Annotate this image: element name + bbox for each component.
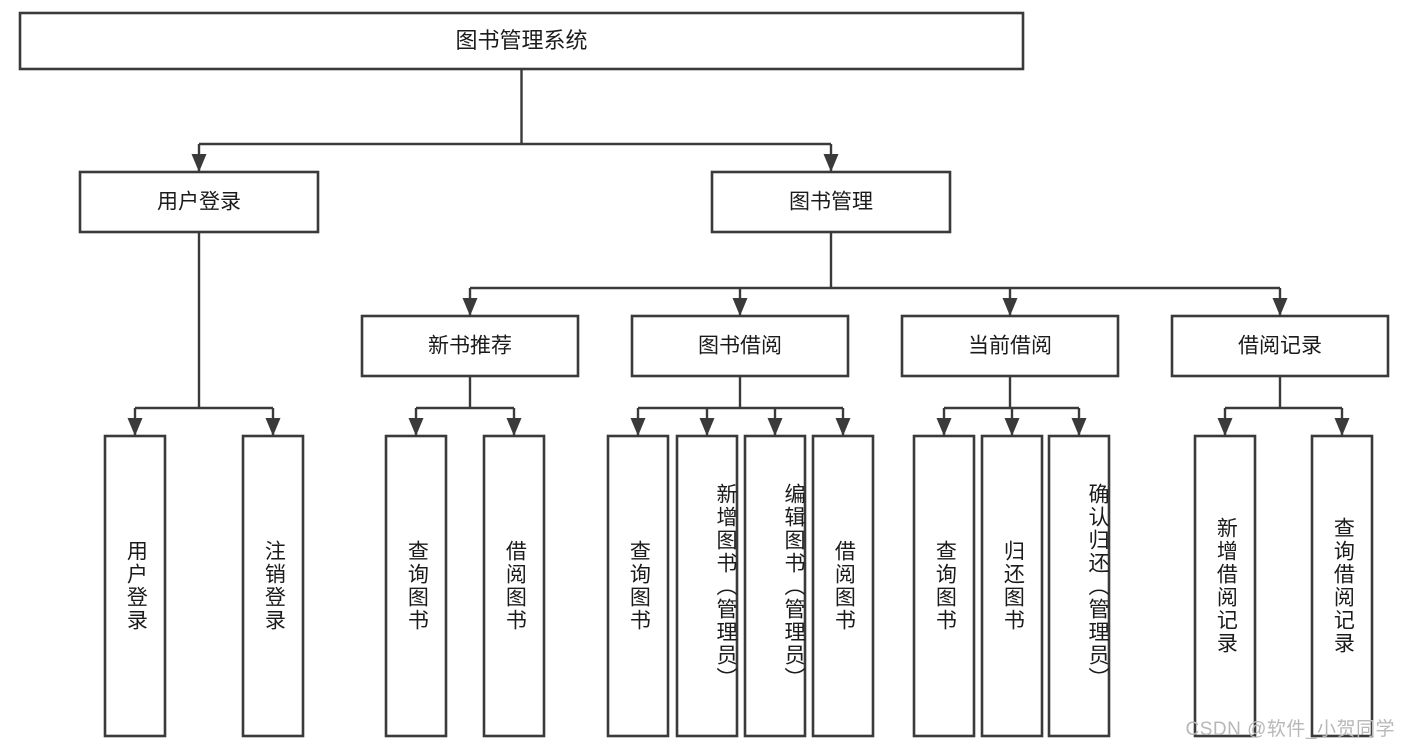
node-box-leaf-query-record <box>1310 434 1374 738</box>
node-box-current-borrow <box>900 314 1120 378</box>
arrow-head-icon <box>1002 298 1018 316</box>
connector-layer <box>127 69 1350 436</box>
arrow-head-icon <box>936 418 952 436</box>
node-box-leaf-user-logout <box>241 434 305 738</box>
node-box-leaf-query-book-3 <box>912 434 976 738</box>
arrow-head-icon <box>506 418 522 436</box>
arrow-head-icon <box>1217 418 1233 436</box>
node-label-current-borrow: 当前借阅 <box>968 335 1052 358</box>
node-box-new-book-recommend <box>360 314 580 378</box>
arrow-head-icon <box>1334 418 1350 436</box>
node-box-leaf-user-login <box>103 434 167 738</box>
arrow-head-icon <box>462 298 478 316</box>
node-box-book-manage <box>710 170 952 234</box>
arrow-head-icon <box>191 154 207 172</box>
node-box-book-borrow <box>630 314 850 378</box>
node-box-borrow-record <box>1170 314 1390 378</box>
arrow-head-icon <box>408 418 424 436</box>
node-box-leaf-confirm-return <box>1047 434 1111 738</box>
node-label-borrow-record: 借阅记录 <box>1238 335 1322 358</box>
watermark-text: CSDN @软件_小贺同学 <box>1185 719 1395 740</box>
arrow-head-icon <box>767 418 783 436</box>
node-box-leaf-borrow-book-1 <box>482 434 546 738</box>
arrow-head-icon <box>1272 298 1288 316</box>
arrow-head-icon <box>732 298 748 316</box>
node-box-leaf-add-record <box>1193 434 1257 738</box>
node-box-root <box>18 11 1025 71</box>
node-label-new-book-recommend: 新书推荐 <box>428 335 512 358</box>
node-box-user-login <box>78 170 320 234</box>
node-box-leaf-query-book-2 <box>606 434 670 738</box>
node-box-leaf-query-book-1 <box>384 434 448 738</box>
node-box-leaf-add-book <box>675 434 739 738</box>
node-label-user-login: 用户登录 <box>157 191 241 214</box>
node-box-layer <box>18 11 1390 738</box>
node-label-root: 图书管理系统 <box>455 28 587 53</box>
arrow-head-icon <box>699 418 715 436</box>
node-label-book-manage: 图书管理 <box>789 191 873 214</box>
arrow-head-icon <box>630 418 646 436</box>
node-box-leaf-return-book <box>980 434 1044 738</box>
node-box-leaf-borrow-book-2 <box>811 434 875 738</box>
arrow-head-icon <box>835 418 851 436</box>
arrow-head-icon <box>1004 418 1020 436</box>
arrow-head-icon <box>1071 418 1087 436</box>
arrow-head-icon <box>127 418 143 436</box>
arrow-head-icon <box>823 154 839 172</box>
node-label-book-borrow: 图书借阅 <box>698 335 782 358</box>
node-box-leaf-edit-book <box>743 434 807 738</box>
arrow-head-icon <box>265 418 281 436</box>
